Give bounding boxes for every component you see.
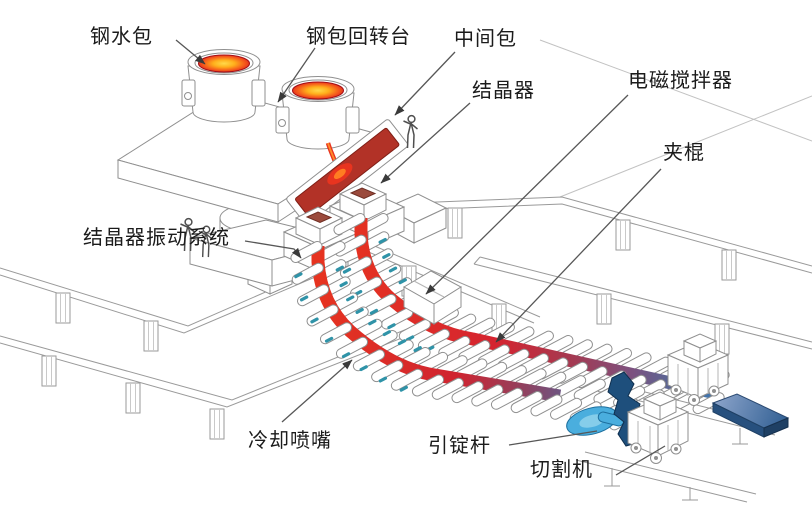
cooling-nozzle: [310, 317, 319, 324]
support-column: [41, 355, 57, 387]
guide-roller: [339, 256, 372, 279]
cooling-nozzle: [368, 319, 377, 326]
guide-roller: [451, 381, 484, 404]
label-mold: 结晶器: [472, 78, 535, 102]
cooling-nozzle: [397, 339, 407, 346]
leader-cooling-nozzle: [281, 359, 353, 423]
cooling-nozzle: [324, 336, 334, 343]
guide-roller: [335, 336, 369, 359]
guide-roller: [490, 387, 524, 410]
guide-roller: [297, 284, 330, 307]
support-column: [615, 219, 631, 251]
cooling-nozzle: [355, 307, 364, 314]
support-column: [596, 293, 612, 325]
label-cutter: 切割机: [530, 457, 593, 481]
leader-mold: [380, 102, 471, 184]
guide-roller: [333, 212, 366, 236]
leader-ladle-turret: [277, 47, 316, 103]
leader-mold-oscillation: [244, 240, 302, 259]
cooling-nozzle: [378, 237, 387, 244]
label-dummy-bar: 引锭杆: [428, 433, 491, 457]
support-column: [143, 320, 159, 352]
cooling-nozzle: [294, 272, 303, 279]
leader-ladle: [175, 39, 206, 65]
cooling-nozzle: [339, 281, 348, 288]
cooling-nozzle: [387, 323, 396, 330]
label-ladle: 钢水包: [90, 24, 153, 48]
cutter-upper: [635, 333, 785, 445]
leader-tundish: [394, 51, 456, 116]
cooling-nozzle: [398, 278, 407, 285]
ladle-trunnion: [251, 79, 266, 107]
label-tundish: 中间包: [454, 26, 517, 50]
guide-roller: [371, 360, 404, 383]
cooling-nozzle: [342, 267, 352, 274]
label-em-stirrer: 电磁搅拌器: [628, 68, 733, 92]
guide-roller: [510, 391, 543, 414]
ladle-left: [181, 49, 266, 123]
leader-cutter: [615, 445, 666, 476]
cooling-nozzle: [382, 253, 391, 259]
guide-roller: [471, 384, 504, 407]
guide-roller: [530, 394, 563, 417]
support-column: [209, 408, 225, 440]
cooling-nozzle: [335, 265, 344, 272]
label-pinch-roll: 夹棍: [663, 140, 705, 164]
support-column: [721, 249, 737, 281]
leader-em-stirrer: [425, 94, 629, 295]
molten-steel: [292, 81, 344, 100]
guide-roller: [692, 392, 725, 415]
support-column: [447, 207, 463, 239]
cooling-nozzle: [346, 295, 355, 302]
ladle-right: [275, 76, 360, 150]
label-cooling-nozzle: 冷却喷嘴: [248, 428, 332, 452]
cutter-lower: [575, 391, 757, 503]
cooling-nozzle: [369, 308, 379, 315]
cooling-nozzle: [378, 376, 388, 383]
guide-roller: [549, 397, 583, 420]
support-column: [125, 382, 141, 414]
cooling-nozzle: [382, 330, 392, 337]
leader-lines: [175, 39, 666, 476]
guide-roller: [431, 377, 464, 400]
guide-roller: [390, 368, 423, 391]
molten-steel: [198, 54, 250, 73]
support-column: [55, 292, 71, 324]
leader-pinch-roll: [495, 168, 662, 343]
cooling-nozzle: [399, 385, 408, 392]
mold-lower: [294, 206, 344, 246]
support-column: [714, 323, 730, 355]
cooling-nozzle: [388, 266, 398, 273]
label-ladle-turret: 钢包回转台: [306, 24, 411, 48]
guide-roller: [411, 374, 445, 397]
cut-slab: [711, 393, 790, 438]
guide-roller: [352, 349, 385, 372]
cooling-nozzle: [299, 295, 309, 302]
cooling-nozzle: [341, 352, 351, 359]
label-mold-oscillation: 结晶器振动系统: [83, 225, 230, 249]
guide-roller: [573, 378, 606, 401]
cooling-nozzle: [413, 346, 422, 353]
ladle-trunnion: [345, 106, 360, 134]
cooling-nozzle: [359, 365, 368, 372]
strand-lower: [290, 240, 665, 434]
leader-dummy-bar: [508, 430, 598, 446]
guide-roller: [291, 262, 324, 285]
